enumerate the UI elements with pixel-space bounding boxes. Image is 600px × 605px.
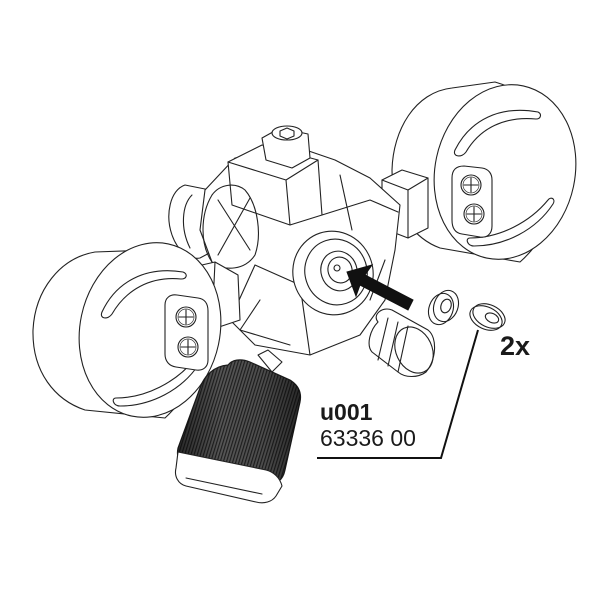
- screw-icon: [463, 203, 485, 225]
- adjust-knob[interactable]: [174, 349, 302, 504]
- part-number-label: 63336 00: [320, 425, 416, 451]
- quantity-label: 2x: [500, 331, 530, 361]
- gauge-left: [32, 242, 222, 419]
- part-code-label: u001: [320, 399, 373, 425]
- seal-washer-1: [427, 289, 460, 326]
- gauge-right: [381, 81, 577, 263]
- screw-icon: [177, 336, 199, 358]
- seal-washer-2: [469, 303, 506, 331]
- outlet-port: [292, 230, 374, 316]
- hose-fitting: [368, 308, 436, 378]
- arrow-icon: [346, 264, 414, 311]
- screw-icon: [460, 174, 482, 196]
- screw-icon: [175, 306, 197, 328]
- callout-leader-line: [317, 329, 479, 459]
